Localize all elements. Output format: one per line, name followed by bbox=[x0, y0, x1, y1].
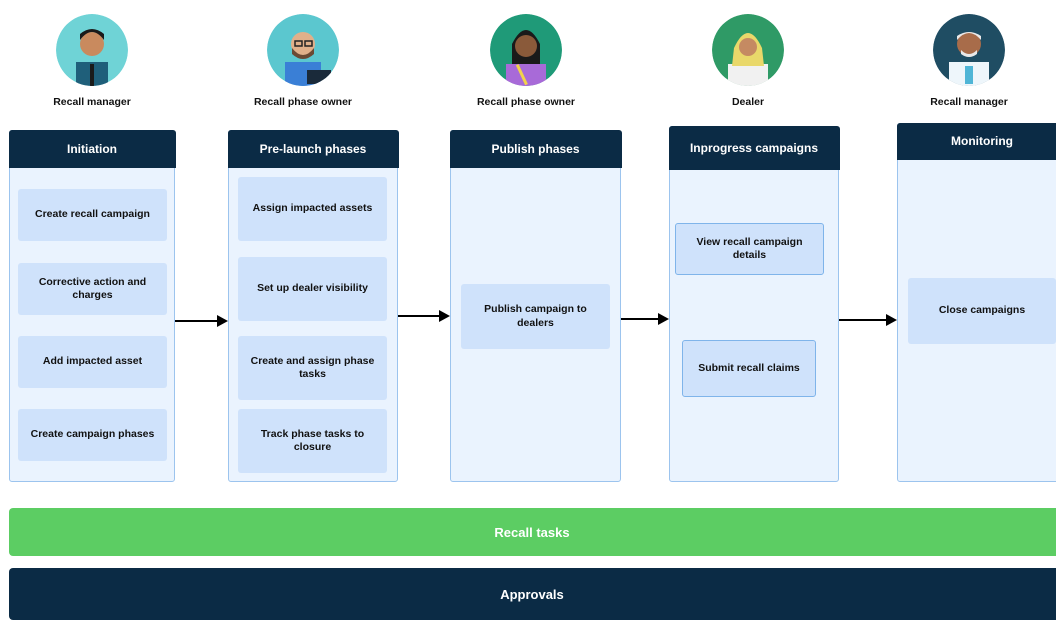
persona-role: Recall manager bbox=[884, 96, 1054, 108]
phase-owner-avatar-icon bbox=[490, 14, 562, 86]
phase-column-publish: Publish phases Publish campaign to deale… bbox=[450, 130, 621, 482]
task-track-phase-tasks[interactable]: Track phase tasks to closure bbox=[238, 409, 387, 473]
band-label: Approvals bbox=[500, 587, 564, 602]
task-publish-campaign[interactable]: Publish campaign to dealers bbox=[461, 284, 610, 349]
task-create-campaign-phases[interactable]: Create campaign phases bbox=[18, 409, 167, 461]
phase-title: Pre-launch phases bbox=[228, 130, 399, 168]
task-view-recall-campaign-details[interactable]: View recall campaign details bbox=[675, 223, 824, 275]
task-assign-impacted-assets[interactable]: Assign impacted assets bbox=[238, 177, 387, 241]
phase-title: Monitoring bbox=[897, 123, 1056, 160]
persona-phase-owner-1: Recall phase owner bbox=[218, 14, 388, 108]
task-set-up-dealer-visibility[interactable]: Set up dealer visibility bbox=[238, 257, 387, 321]
flow-arrow-icon bbox=[621, 310, 670, 328]
task-submit-recall-claims[interactable]: Submit recall claims bbox=[682, 340, 816, 397]
phase-column-initiation: Initiation Create recall campaign Correc… bbox=[9, 130, 175, 482]
recall-manager-avatar-icon bbox=[56, 14, 128, 86]
persona-role: Recall phase owner bbox=[218, 96, 388, 108]
persona-role: Dealer bbox=[663, 96, 833, 108]
dealer-avatar-icon bbox=[712, 14, 784, 86]
phase-title: Inprogress campaigns bbox=[669, 126, 840, 170]
persona-phase-owner-2: Recall phase owner bbox=[441, 14, 611, 108]
task-create-assign-phase-tasks[interactable]: Create and assign phase tasks bbox=[238, 336, 387, 400]
approvals-band[interactable]: Approvals bbox=[9, 568, 1056, 620]
task-add-impacted-asset[interactable]: Add impacted asset bbox=[18, 336, 167, 388]
task-close-campaigns[interactable]: Close campaigns bbox=[908, 278, 1056, 344]
persona-dealer: Dealer bbox=[663, 14, 833, 108]
task-create-recall-campaign[interactable]: Create recall campaign bbox=[18, 189, 167, 241]
phase-title: Initiation bbox=[9, 130, 176, 168]
phase-owner-avatar-icon bbox=[267, 14, 339, 86]
recall-manager-avatar-icon bbox=[933, 14, 1005, 86]
persona-recall-manager-1: Recall manager bbox=[7, 14, 177, 108]
flow-arrow-icon bbox=[398, 307, 451, 325]
phase-column-pre-launch: Pre-launch phases Assign impacted assets… bbox=[228, 130, 398, 482]
persona-role: Recall phase owner bbox=[441, 96, 611, 108]
phase-title: Publish phases bbox=[450, 130, 622, 168]
phase-column-monitoring: Monitoring Close campaigns bbox=[897, 123, 1056, 482]
persona-recall-manager-2: Recall manager bbox=[884, 14, 1054, 108]
phase-column-inprogress: Inprogress campaigns View recall campaig… bbox=[669, 126, 839, 482]
flow-arrow-icon bbox=[175, 312, 229, 330]
band-label: Recall tasks bbox=[494, 525, 569, 540]
recall-tasks-band[interactable]: Recall tasks bbox=[9, 508, 1056, 556]
task-corrective-action[interactable]: Corrective action and charges bbox=[18, 263, 167, 315]
persona-role: Recall manager bbox=[7, 96, 177, 108]
flow-arrow-icon bbox=[839, 311, 898, 329]
